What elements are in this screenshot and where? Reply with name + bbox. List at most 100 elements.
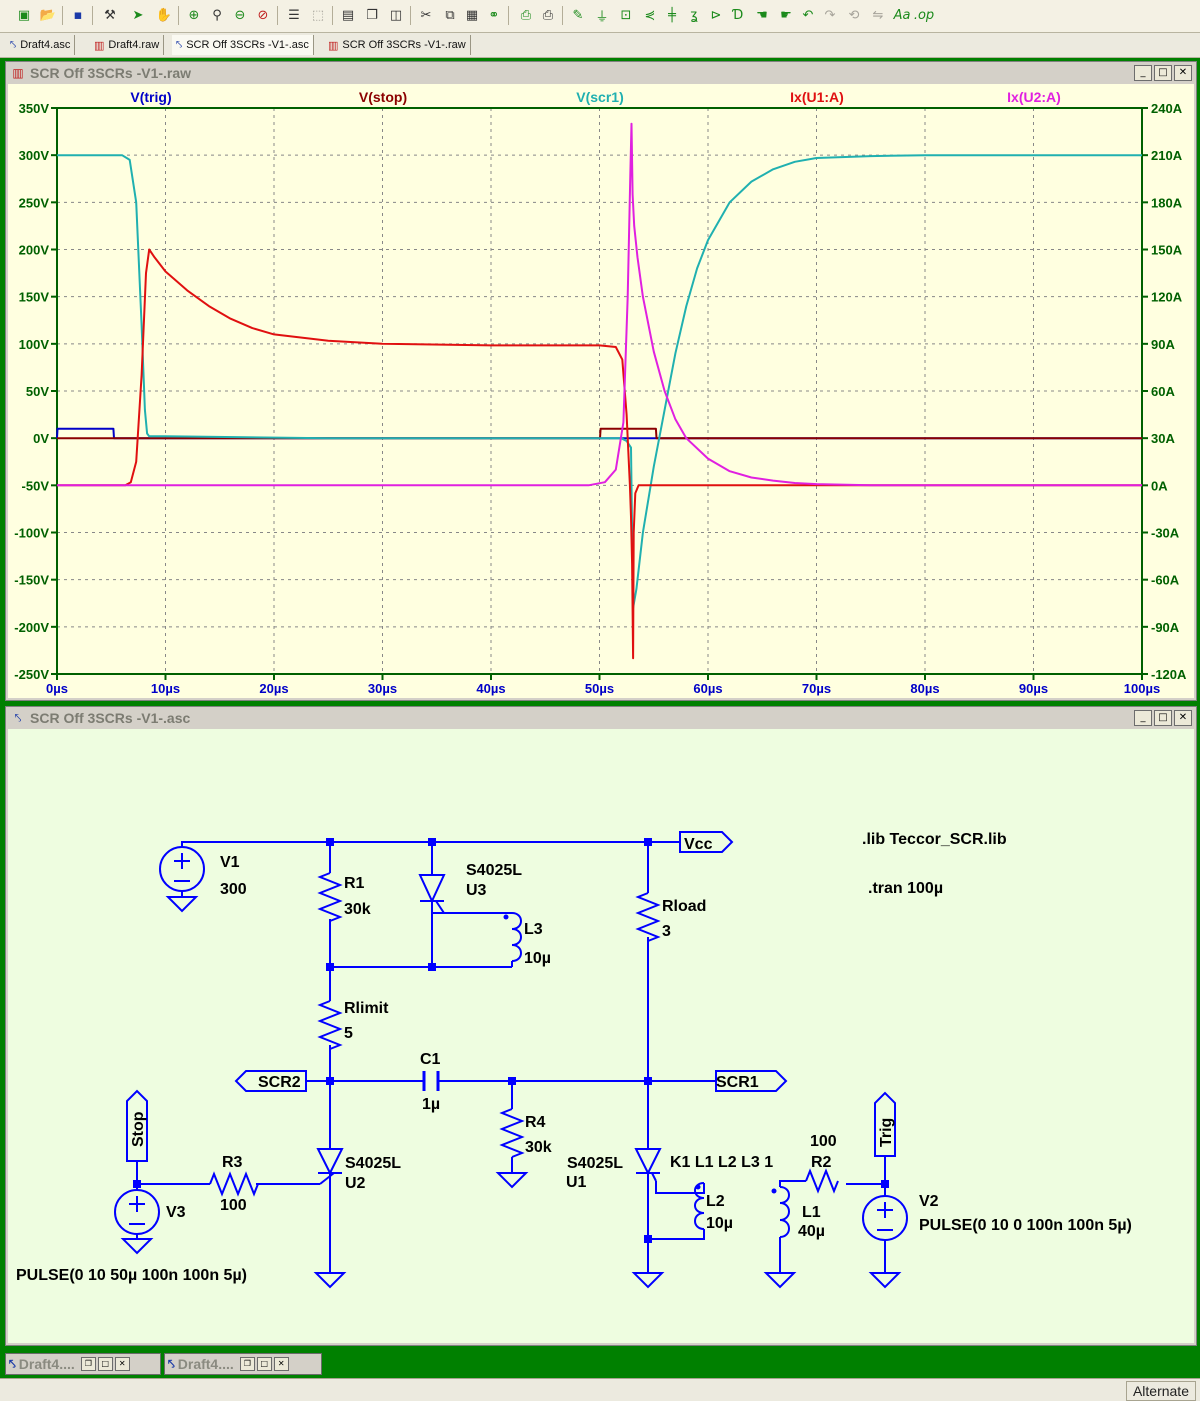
spice-directive-icon[interactable]: .op (913, 7, 935, 23)
tab-draft4-asc[interactable]: ⤣Draft4.asc (6, 35, 76, 55)
v3-name: V3 (166, 1204, 186, 1221)
right-tick-label: 180A (1151, 195, 1183, 210)
new-schematic-icon[interactable]: ▣ (17, 7, 31, 23)
zoom-in-icon[interactable]: ⊕ (188, 7, 200, 23)
vcc-net-flag[interactable] (679, 831, 734, 853)
r4-resistor[interactable] (499, 1108, 525, 1158)
minimize-button[interactable]: _ (1134, 710, 1152, 726)
label-net-icon[interactable]: ⊡ (620, 7, 632, 23)
copy-icon[interactable]: ⧉ (445, 7, 455, 23)
zoom-cancel-icon[interactable]: ⊘ (257, 7, 269, 23)
schematic-drawing[interactable]: Vcc SCR2 SCR1 Stop Trig V1 300 V3 PULSE(… (8, 729, 1192, 1343)
minimize-button[interactable]: _ (1134, 65, 1152, 81)
rload-resistor[interactable] (635, 892, 661, 942)
tab-scr-off-raw[interactable]: ▥SCR Off 3SCRs -V1-.raw (324, 35, 471, 55)
schematic-icon: ⤣ (168, 1356, 175, 1371)
zoom-pan-icon[interactable]: ⚲ (212, 7, 222, 23)
component-icon[interactable]: Ɗ (732, 7, 744, 23)
l2-inductor[interactable] (694, 1182, 705, 1230)
minimized-window[interactable]: ⤣ Draft4.... ❐ □ ✕ (164, 1353, 322, 1375)
rlimit-resistor[interactable] (317, 1000, 343, 1050)
halt-hand-icon[interactable]: ✋ (155, 7, 173, 23)
v2-voltage-source[interactable] (862, 1195, 908, 1241)
tile-horizontal-icon[interactable]: ▤ (341, 7, 355, 23)
control-panel-icon[interactable]: ⚒ (104, 7, 116, 23)
move-hand-icon[interactable]: ☚ (756, 7, 768, 23)
zoom-out-icon[interactable]: ⊖ (234, 7, 246, 23)
minimized-window[interactable]: ⤣ Draft4.... ❐ □ ✕ (5, 1353, 161, 1375)
restore-button[interactable]: ❐ (239, 1357, 255, 1371)
toolbar-separator (508, 6, 509, 25)
wires[interactable] (136, 841, 886, 1273)
maximize-button[interactable]: □ (1154, 710, 1172, 726)
find-binoculars-icon[interactable]: ⚭ (488, 7, 500, 23)
capacitor-icon[interactable]: ╪ (668, 7, 676, 23)
u2-scr[interactable] (316, 1148, 344, 1185)
l2-name: L2 (706, 1193, 725, 1210)
close-button[interactable]: ✕ (114, 1357, 130, 1371)
run-icon[interactable]: ➤ (132, 7, 144, 23)
x-tick-label: 80µs (910, 681, 939, 696)
maximize-button[interactable]: □ (256, 1357, 272, 1371)
text-icon[interactable]: Aa (893, 7, 911, 23)
scr2-net-flag[interactable] (234, 1070, 307, 1092)
l3-value: 10µ (524, 950, 551, 967)
drag-hand-icon[interactable]: ☛ (780, 7, 792, 23)
cut-icon[interactable]: ✂ (420, 7, 432, 23)
u3-scr[interactable] (418, 874, 512, 914)
toolbar-separator (277, 6, 278, 25)
waveform-titlebar[interactable]: ▥ SCR Off 3SCRs -V1-.raw _ □ ✕ (8, 64, 1194, 82)
resistor-icon[interactable]: ⋞ (644, 7, 656, 23)
print-icon[interactable]: ⎙ (542, 7, 554, 23)
l1-inductor[interactable] (779, 1186, 790, 1238)
close-button[interactable]: ✕ (1174, 710, 1192, 726)
right-tick-label: 30A (1151, 431, 1175, 446)
ground-symbol (631, 1272, 665, 1289)
close-button[interactable]: ✕ (273, 1357, 289, 1371)
paste-icon[interactable]: ▦ (465, 7, 479, 23)
scr1-net-flag[interactable] (715, 1070, 788, 1092)
tile-vertical-icon[interactable]: ◫ (389, 7, 403, 23)
restore-button[interactable]: ❐ (80, 1357, 96, 1371)
autorange-icon[interactable]: ☰ (288, 7, 300, 23)
u1-scr[interactable] (634, 1148, 662, 1182)
wire-pencil-icon[interactable]: ✎ (572, 7, 584, 23)
scr1-net-label: SCR1 (716, 1074, 759, 1091)
cascade-icon[interactable]: ❐ (366, 7, 378, 23)
diode-icon[interactable]: ⊳ (710, 7, 722, 23)
undo-icon[interactable]: ↶ (802, 7, 814, 23)
v1-name: V1 (220, 854, 240, 871)
maximize-button[interactable]: □ (1154, 65, 1172, 81)
x-tick-label: 10µs (151, 681, 180, 696)
v1-voltage-source[interactable] (159, 846, 205, 892)
schematic-window[interactable]: ⤣ SCR Off 3SCRs -V1-.asc _ □ ✕ (5, 706, 1197, 1346)
save-icon[interactable]: ▪ (73, 7, 83, 23)
open-folder-icon[interactable]: 📂 (39, 7, 57, 23)
mirror-icon[interactable]: ⇋ (872, 7, 884, 23)
l3-inductor[interactable] (511, 912, 522, 962)
r1-resistor[interactable] (317, 872, 343, 922)
trig-net-flag[interactable] (874, 1091, 896, 1157)
close-button[interactable]: ✕ (1174, 65, 1192, 81)
r3-resistor[interactable] (209, 1171, 259, 1197)
ground-icon[interactable]: ⏚ (595, 9, 609, 25)
redo-icon[interactable]: ↷ (824, 7, 836, 23)
tab-scr-off-asc[interactable]: ⤣SCR Off 3SCRs -V1-.asc (172, 35, 314, 55)
r2-resistor[interactable] (805, 1168, 839, 1194)
rotate-icon[interactable]: ⟲ (848, 7, 860, 23)
print-setup-icon[interactable]: ⎙ (520, 7, 532, 23)
zoom-rect-icon[interactable]: ⬚ (311, 7, 325, 23)
schematic-canvas[interactable]: Vcc SCR2 SCR1 Stop Trig V1 300 V3 PULSE(… (8, 729, 1194, 1343)
stop-net-flag[interactable] (126, 1089, 148, 1162)
left-tick-label: 0V (33, 431, 49, 446)
c1-capacitor[interactable] (422, 1071, 440, 1091)
schematic-titlebar[interactable]: ⤣ SCR Off 3SCRs -V1-.asc _ □ ✕ (8, 709, 1194, 727)
tab-draft4-raw[interactable]: ▥Draft4.raw (90, 35, 165, 55)
toolbar-separator (178, 6, 179, 25)
maximize-button[interactable]: □ (97, 1357, 113, 1371)
v3-voltage-source[interactable] (114, 1189, 160, 1235)
inductor-icon[interactable]: ʓ (690, 7, 698, 23)
